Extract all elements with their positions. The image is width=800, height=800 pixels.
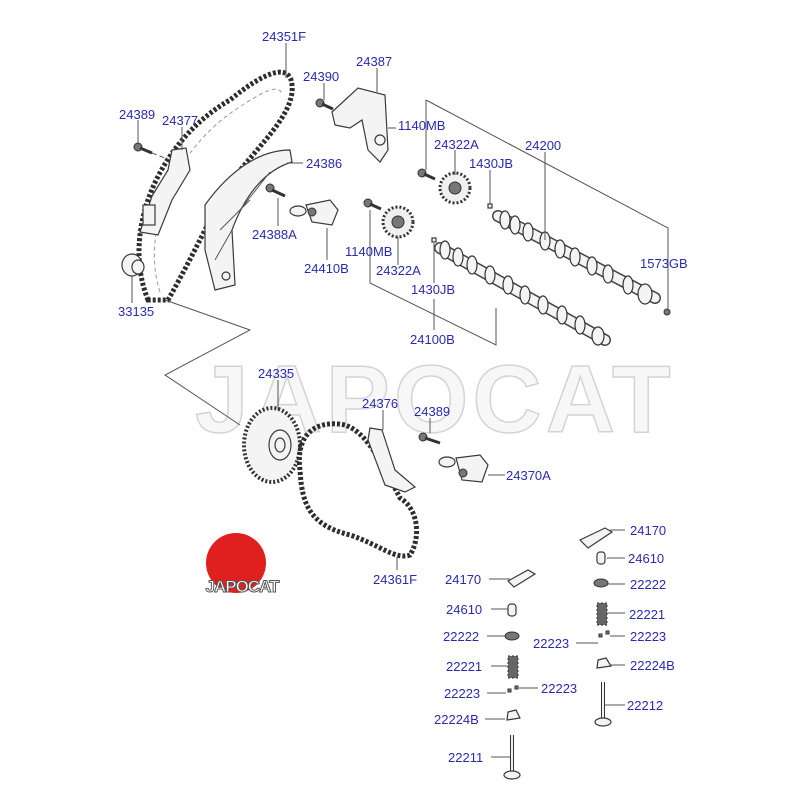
sprocket-24335 (242, 406, 302, 484)
chain-guide-24377 (139, 147, 191, 236)
bolt-1140mb-upper (417, 168, 436, 181)
bolt-24389-top (133, 142, 171, 161)
chain-guide-24376 (367, 427, 417, 493)
sprocket-24322a-upper (438, 171, 472, 205)
label-cotter-right-b[interactable]: 22223 (533, 636, 570, 651)
label-bolt-24389-lower[interactable]: 24389 (414, 404, 451, 419)
label-seal-left[interactable]: 22224B (434, 712, 479, 727)
bracket-24387 (331, 87, 389, 163)
tensioner-24370a (438, 454, 489, 483)
label-sprocket-24322a-upper[interactable]: 24322A (434, 137, 479, 152)
label-spring-left[interactable]: 22221 (446, 659, 483, 674)
label-cotter-right-a[interactable]: 22223 (630, 629, 667, 644)
label-seal-right[interactable]: 22224B (630, 658, 675, 673)
sprocket-24322a-lower (381, 205, 415, 239)
label-tensioner-24410b[interactable]: 24410B (304, 261, 349, 276)
camshaft-24100b (434, 240, 611, 346)
bolt-24390 (315, 98, 334, 111)
label-camshaft-24100b[interactable]: 24100B (410, 332, 455, 347)
label-lash-right[interactable]: 24610 (628, 551, 665, 566)
label-plug-1573gb[interactable]: 1573GB (640, 256, 688, 271)
label-valve-exhaust[interactable]: 22212 (627, 698, 664, 713)
label-bolt-24389-top[interactable]: 24389 (119, 107, 156, 122)
label-camshaft-24200[interactable]: 24200 (525, 138, 562, 153)
label-chain-upper[interactable]: 24351F (262, 29, 307, 44)
label-bolt-24388a[interactable]: 24388A (252, 227, 297, 242)
chain-guide-24386 (204, 149, 293, 291)
label-rocker-right[interactable]: 24170 (630, 523, 667, 538)
tensioner-24410b (289, 199, 339, 226)
label-valve-intake[interactable]: 22211 (448, 750, 484, 765)
camshaft-24200 (492, 210, 661, 305)
label-guide-24386[interactable]: 24386 (306, 156, 343, 171)
logo-text: JAPOCAT (205, 577, 280, 597)
label-rocker-left[interactable]: 24170 (445, 572, 482, 587)
label-sprocket-24335[interactable]: 24335 (258, 366, 295, 381)
label-chain-lower[interactable]: 24361F (373, 572, 418, 587)
label-pin-1430jb-upper[interactable]: 1430JB (469, 156, 514, 171)
label-tensioner-24370a[interactable]: 24370A (506, 468, 551, 483)
upper-timing-chain (136, 69, 295, 303)
logo-red-circle (206, 533, 266, 593)
label-cotter-left-b[interactable]: 22223 (541, 681, 578, 696)
label-bushing-33135[interactable]: 33135 (118, 304, 155, 319)
label-bracket-24387[interactable]: 24387 (356, 54, 393, 69)
label-sprocket-24322a-lower[interactable]: 24322A (376, 263, 421, 278)
label-cotter-left-a[interactable]: 22223 (444, 686, 481, 701)
label-pin-1430jb-lower[interactable]: 1430JB (411, 282, 456, 297)
lower-timing-chain (296, 421, 420, 559)
valvetrain-right (578, 527, 614, 727)
label-retainer-left[interactable]: 22222 (443, 629, 480, 644)
bolt-1140mb-lower (363, 198, 382, 211)
label-retainer-right[interactable]: 22222 (630, 577, 667, 592)
pin-1430jb-lower (431, 237, 437, 243)
valvetrain-left (503, 569, 537, 780)
plug-1573gb (663, 308, 671, 316)
label-bolt-24390[interactable]: 24390 (303, 69, 340, 84)
bolt-24389-lower (418, 432, 441, 445)
label-guide-24376[interactable]: 24376 (362, 396, 399, 411)
pin-1430jb-upper (487, 203, 493, 209)
label-bolt-1140mb-upper[interactable]: 1140MB (398, 118, 446, 133)
label-guide-24377[interactable]: 24377 (162, 113, 199, 128)
label-bolt-1140mb-lower[interactable]: 1140MB (345, 244, 393, 259)
leader-lines (131, 43, 669, 758)
label-spring-right[interactable]: 22221 (629, 607, 666, 622)
bushing-33135 (121, 253, 145, 277)
label-lash-left[interactable]: 24610 (446, 602, 483, 617)
bolt-24388a (265, 183, 286, 198)
japocat-logo: JAPOCAT (192, 533, 292, 605)
